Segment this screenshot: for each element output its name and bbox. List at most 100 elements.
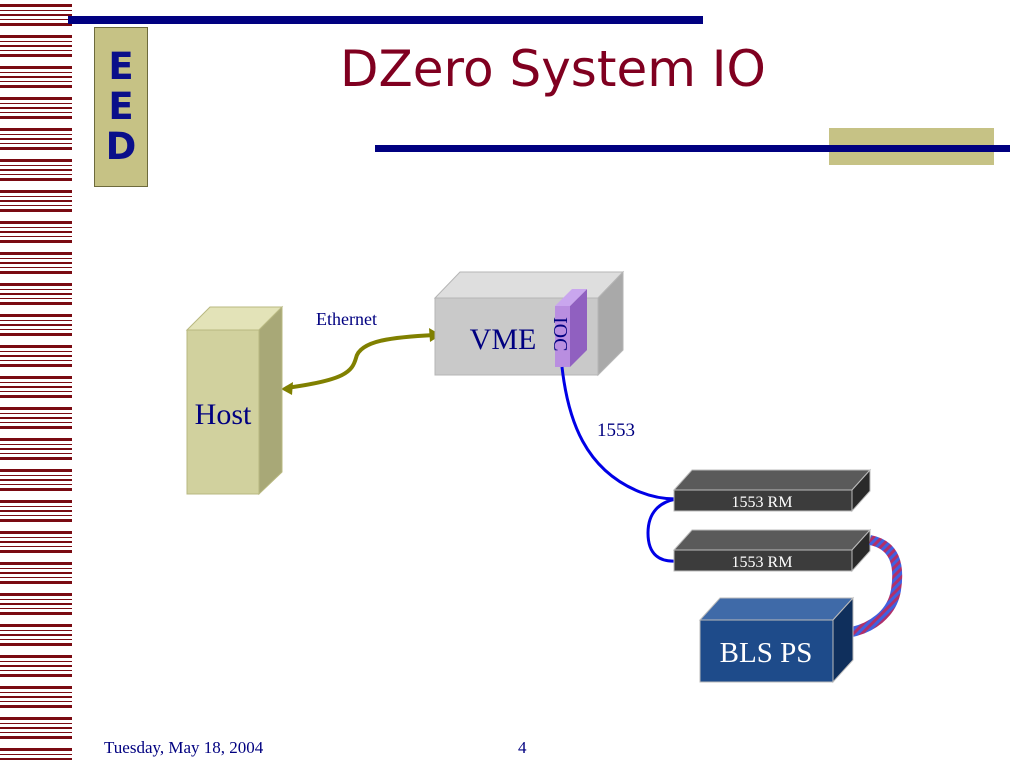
stripe-bar (0, 593, 72, 596)
bus-cable (560, 366, 677, 563)
bls-top (698, 597, 855, 621)
stripe-bar (0, 134, 72, 135)
stripe-bar (0, 200, 72, 202)
stripe-bar (0, 453, 72, 454)
stripe-bar (0, 444, 72, 445)
stripe-bar (0, 205, 72, 206)
stripe-bar (0, 608, 72, 609)
stripe-bar (0, 35, 72, 38)
stripe-bar (0, 329, 72, 330)
stripe-bar (0, 50, 72, 51)
stripe-bar (0, 643, 72, 646)
stripe-bar (0, 577, 72, 578)
stripe-bar (0, 289, 72, 290)
stripe-bar (0, 500, 72, 503)
stripe-bar (0, 562, 72, 565)
stripe-bar (0, 531, 72, 534)
stripe-bar (0, 696, 72, 698)
title-underline-rule (375, 145, 1010, 152)
stripe-bar (0, 612, 72, 615)
header-rules (68, 16, 1010, 165)
stripe-bar (0, 116, 72, 119)
stripe-bar (0, 391, 72, 392)
stripe-bar (0, 23, 72, 26)
ethernet-label: Ethernet (316, 309, 377, 329)
stripe-bar (0, 488, 72, 491)
ioc-front (555, 306, 570, 367)
ioc-top (555, 289, 587, 306)
stripe-bar (0, 732, 72, 733)
stripe-bar (0, 550, 72, 553)
stripe-bar (0, 736, 72, 739)
stripe-bar (0, 147, 72, 150)
stripe-bar (0, 54, 72, 57)
stripe-bar (0, 426, 72, 429)
stripe-bar (0, 665, 72, 667)
ethernet-cable (285, 333, 436, 390)
vme-box: VME (433, 270, 625, 377)
stripe-bar (0, 717, 72, 720)
stripe-bar (0, 479, 72, 481)
stripe-bar (0, 283, 72, 286)
stripe-bar (0, 386, 72, 388)
stripe-bar (0, 221, 72, 224)
stripe-bar (0, 407, 72, 410)
ioc-label: IOC (549, 317, 571, 351)
stripe-bar (0, 97, 72, 100)
stripe-bar (0, 417, 72, 419)
ioc-side (570, 289, 587, 367)
stripe-bar (0, 302, 72, 305)
stripe-bar (0, 190, 72, 193)
stripe-bar (0, 227, 72, 228)
stripe-bar (0, 484, 72, 485)
stripe-bar (0, 364, 72, 367)
stripe-bar (0, 655, 72, 658)
stripe-bar (0, 670, 72, 671)
stripe-bar (0, 345, 72, 348)
bls-label: BLS PS (720, 637, 813, 669)
stripe-bar (0, 314, 72, 317)
stripe-bar (0, 599, 72, 600)
stripe-bar (0, 448, 72, 450)
stripe-bar (0, 519, 72, 522)
logo-letter-e1: E (108, 45, 134, 88)
stripe-bar (0, 41, 72, 42)
stripe-bar (0, 236, 72, 237)
stripe-bar (0, 76, 72, 78)
stripe-bar (0, 19, 72, 20)
stripe-bar (0, 541, 72, 543)
stripe-bar (0, 72, 72, 73)
stripe-bar (0, 475, 72, 476)
stripe-bar (0, 128, 72, 131)
rm2-front (673, 549, 853, 572)
rm2-label: 1553 RM (732, 554, 793, 571)
host-side (258, 305, 283, 496)
stripe-bar (0, 4, 72, 7)
stripe-bar (0, 376, 72, 379)
stripe-bar (0, 748, 72, 751)
stripe-bar (0, 14, 72, 16)
stripe-bar (0, 112, 72, 113)
stripe-bar (0, 581, 72, 584)
stripe-bar (0, 438, 72, 441)
host-front (186, 329, 260, 495)
stripe-bar (0, 758, 72, 760)
stripe-bar (0, 293, 72, 295)
stripe-bar (0, 324, 72, 326)
logo-letter-d: D (105, 125, 137, 168)
ioc-card: IOC (549, 289, 587, 367)
stripe-bar (0, 506, 72, 507)
stripe-bar (0, 267, 72, 268)
stripe-bar (0, 355, 72, 357)
bus-label: 1553 (597, 420, 635, 441)
stripe-bar (0, 705, 72, 708)
stripe-bar (0, 45, 72, 47)
stripe-bar (0, 457, 72, 460)
stripe-bar (0, 572, 72, 574)
logo-letter-e2: E (108, 85, 134, 128)
stripe-bar (0, 686, 72, 689)
stripe-bar (0, 165, 72, 166)
stripe-bar (0, 178, 72, 181)
stripe-bar (0, 630, 72, 631)
stripe-bar (0, 231, 72, 233)
